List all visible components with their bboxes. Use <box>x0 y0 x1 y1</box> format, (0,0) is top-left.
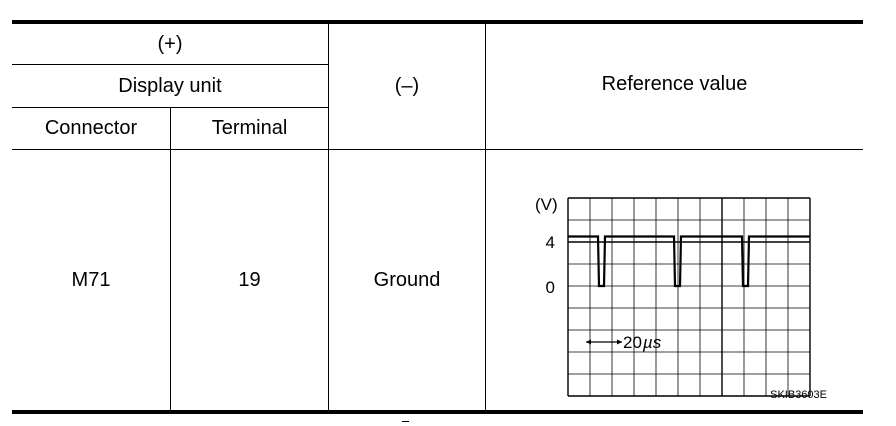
oscilloscope-figure: (V) 4 0 20µs SKIB3603E <box>520 170 840 401</box>
oscilloscope-svg: (V) 4 0 20µs SKIB3603E <box>535 195 827 401</box>
time-scale-label: 20µs <box>623 333 662 352</box>
header-terminal: Terminal <box>211 117 288 139</box>
time-scale-arrow-right <box>617 339 622 345</box>
time-scale-marker: 20µs <box>586 333 662 352</box>
header-connector: Connector <box>44 117 138 139</box>
header-minus: (–) <box>394 75 420 97</box>
column-divider-minus <box>485 24 486 410</box>
reference-table: (+) Display unit Connector Terminal (–) … <box>12 20 863 414</box>
header-plus: (+) <box>157 32 183 55</box>
cell-connector: M71 <box>71 268 111 291</box>
column-divider-connector <box>170 107 171 410</box>
y-tick-low-label: 0 <box>546 278 555 297</box>
oscilloscope-grid <box>567 197 811 397</box>
cell-terminal: 19 <box>238 268 261 291</box>
y-tick-high-label: 4 <box>546 233 555 252</box>
table-top-rule <box>12 20 863 24</box>
time-scale-value: 20 <box>623 333 642 352</box>
header-bottom-rule <box>12 149 863 150</box>
column-divider-display-unit <box>328 24 329 410</box>
time-scale-arrow-left <box>586 339 591 345</box>
time-scale-unit: µs <box>642 333 662 352</box>
cell-minus: Ground <box>373 268 441 291</box>
header-divider-plus <box>12 64 328 65</box>
table-bottom-rule <box>12 410 863 414</box>
header-reference-value: Reference value <box>601 72 748 95</box>
figure-code: SKIB3603E <box>770 389 827 401</box>
signal-trace <box>568 235 810 288</box>
header-display-unit: Display unit <box>118 74 222 97</box>
page-mark <box>402 421 409 422</box>
signal-waveform <box>568 235 810 288</box>
y-axis-unit-label: (V) <box>535 195 558 214</box>
